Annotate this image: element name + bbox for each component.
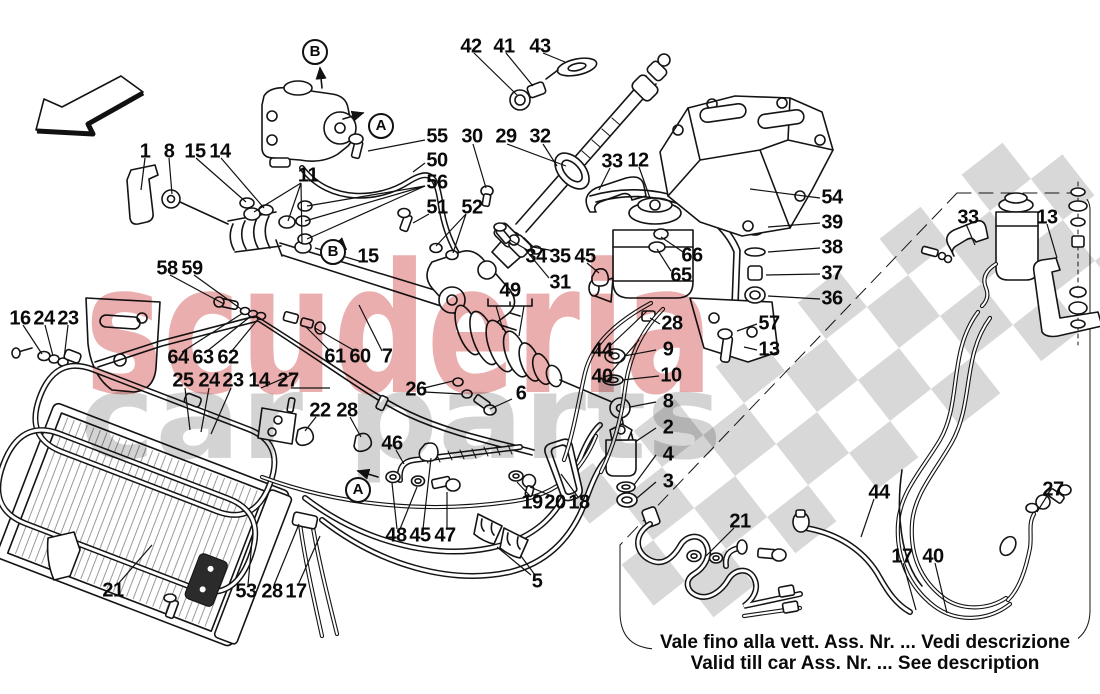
cooler-radiator: [0, 348, 293, 647]
steel-pipes: [94, 315, 535, 456]
left-bracket-hardware: [11, 296, 326, 393]
validity-note-english: Valid till car Ass. Nr. ... See descript…: [690, 653, 1040, 674]
svg-text:car parts: car parts: [80, 348, 722, 486]
cooler-brackets: [46, 397, 297, 620]
inset-hoses: [792, 309, 1072, 620]
inset-reservoir: [920, 181, 1100, 346]
validity-note: Vale fino alla vett. Ass. Nr. ... Vedi d…: [651, 630, 1079, 676]
watermark: scuderia car parts: [80, 226, 722, 486]
validity-note-italian: Vale fino alla vett. Ass. Nr. ... Vedi d…: [659, 632, 1071, 653]
direction-arrow-icon: [35, 75, 145, 137]
power-steering-pump: [261, 66, 365, 168]
mounting-plate: [659, 95, 834, 237]
inset-serpentine-pipe: [635, 506, 803, 619]
